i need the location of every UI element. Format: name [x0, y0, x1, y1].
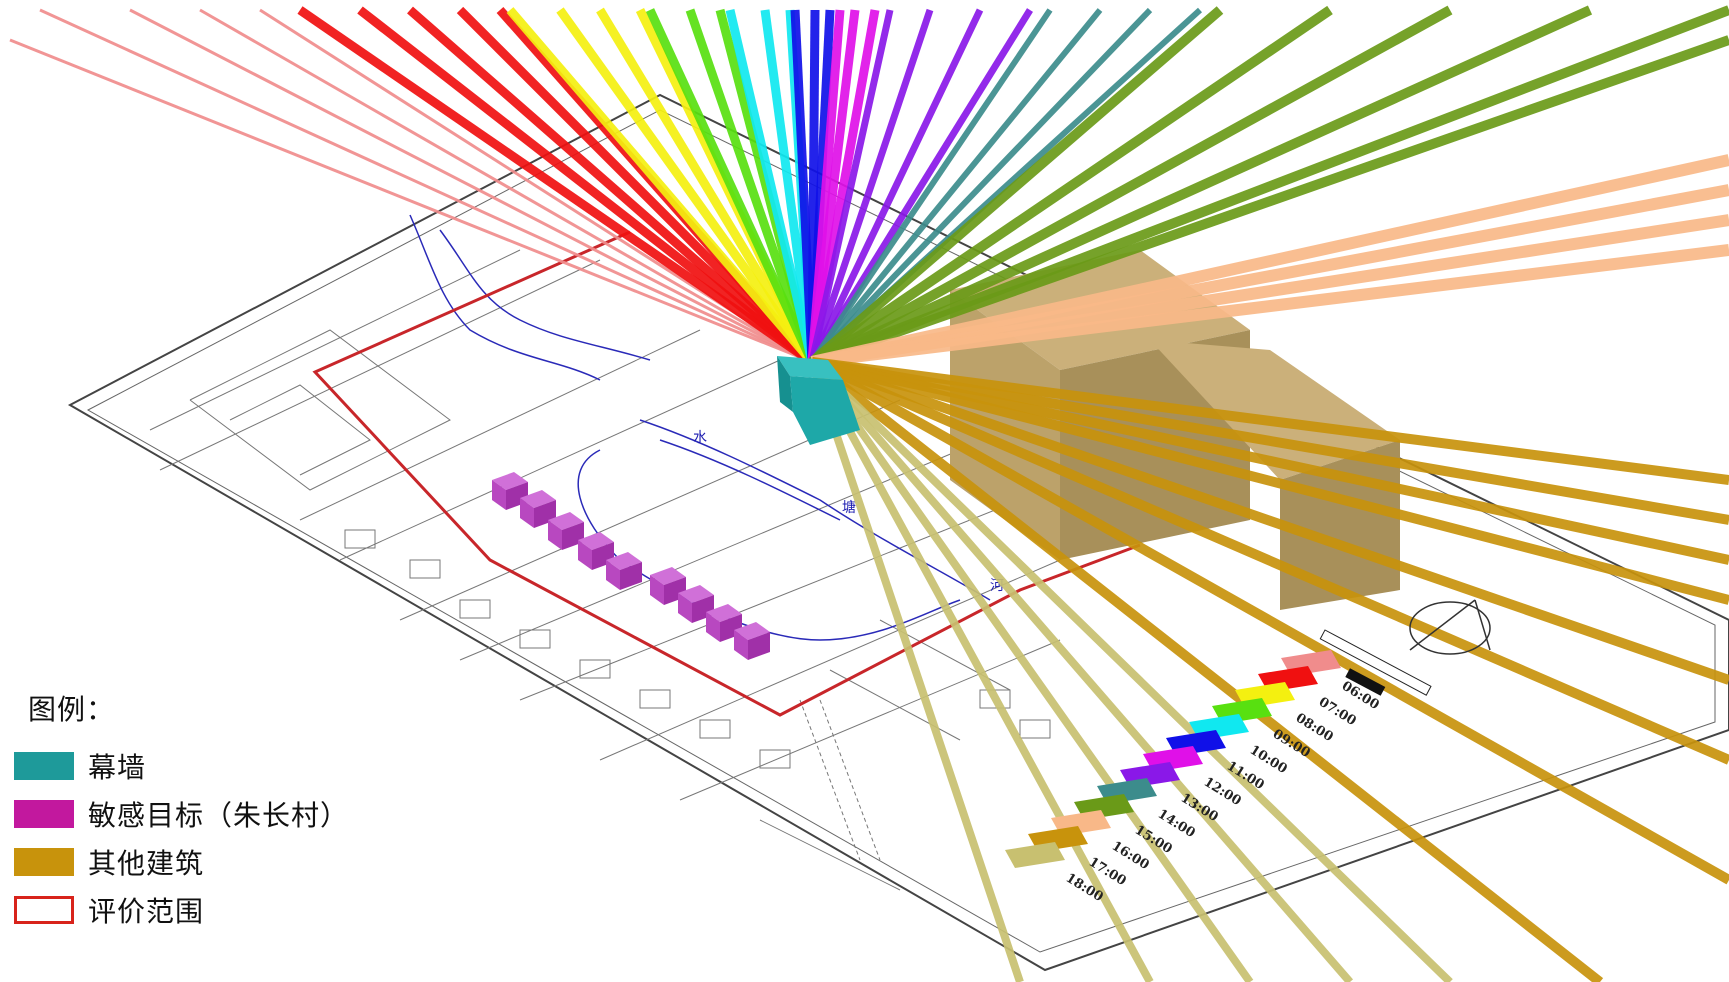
glare-ray-1300	[808, 8, 934, 364]
glare-ray-1500	[809, 5, 1593, 367]
sensitive-building	[650, 567, 686, 605]
glare-ray-1700	[811, 357, 1729, 525]
glare-ray-1500	[809, 5, 1333, 367]
glare-ray-0700	[297, 6, 815, 366]
legend-label: 评价范围	[88, 895, 205, 928]
glare-ray-1300	[808, 8, 984, 364]
glare-ray-0700	[357, 6, 815, 366]
glare-ray-1500	[809, 5, 1453, 367]
glare-rays	[9, 5, 1729, 982]
glare-ray-1400	[809, 7, 1153, 365]
sensitive-target-swatch	[14, 800, 74, 828]
glare-ray-1500	[808, 6, 1224, 366]
glare-ray-1800	[809, 359, 1453, 982]
glare-ray-1700	[810, 357, 1729, 685]
sensitive-building	[606, 552, 642, 590]
legend: 图例： 幕墙 敏感目标（朱长村） 其他建筑 评价范围	[14, 688, 349, 934]
glare-ray-0900	[645, 8, 817, 364]
legend-item-sensitive-target: 敏感目标（朱长村）	[14, 790, 349, 838]
legend-title: 图例：	[28, 693, 116, 726]
north-arrow-icon	[1409, 599, 1491, 655]
sensitive-building	[734, 622, 770, 660]
other-buildings-swatch	[14, 848, 74, 876]
evaluation-range-swatch	[14, 896, 74, 924]
glare-ray-0600	[199, 8, 813, 364]
glare-ray-0700	[407, 6, 815, 366]
glare-ray-1700	[808, 358, 1604, 982]
glare-ray-1700	[810, 357, 1729, 605]
legend-item-evaluation-range: 评价范围	[14, 886, 349, 934]
glare-ray-0800	[596, 7, 816, 365]
glare-ray-1700	[809, 357, 1729, 885]
glare-ray-0600	[39, 8, 813, 364]
glare-ray-1800	[808, 360, 1154, 982]
site-plan-linework	[149, 249, 1061, 891]
legend-label: 敏感目标（朱长村）	[88, 799, 350, 832]
glare-ray-1400	[809, 8, 1103, 364]
sensitive-building	[520, 490, 556, 528]
curtain-wall-swatch	[14, 752, 74, 780]
glare-ray-1400	[809, 8, 1053, 364]
glare-ray-0900	[685, 8, 817, 364]
glare-ray-1500	[810, 35, 1729, 367]
glare-ray-1600	[811, 244, 1729, 368]
glare-ray-0800	[556, 7, 816, 365]
curtain-wall-building	[777, 356, 860, 445]
glare-ray-1000	[725, 8, 817, 364]
glare-ray-1800	[808, 359, 1254, 982]
glare-ray-0600	[129, 8, 813, 364]
glare-ray-0800	[506, 7, 816, 365]
glare-ray-1700	[810, 357, 1729, 565]
scale-bar	[1319, 629, 1432, 696]
map-label-pond: 塘	[842, 500, 856, 516]
glare-ray-1300	[808, 9, 894, 363]
sensitive-building	[492, 472, 528, 510]
glare-ray-1800	[808, 359, 1354, 982]
glare-ray-0600	[9, 38, 813, 364]
legend-item-curtain-wall: 幕墙	[14, 742, 349, 790]
glare-ray-1800	[808, 360, 1024, 982]
sensitive-building	[548, 512, 584, 550]
glare-ray-1700	[811, 357, 1729, 485]
legend-label: 其他建筑	[88, 847, 205, 880]
map-label-water: 水	[693, 430, 707, 446]
legend-label: 幕墙	[88, 751, 147, 784]
legend-item-other-buildings: 其他建筑	[14, 838, 349, 886]
time-key-swatch	[1005, 842, 1065, 868]
sensitive-target-buildings	[492, 472, 770, 660]
glare-ray-1700	[810, 357, 1729, 765]
glare-ray-0700	[456, 6, 816, 366]
